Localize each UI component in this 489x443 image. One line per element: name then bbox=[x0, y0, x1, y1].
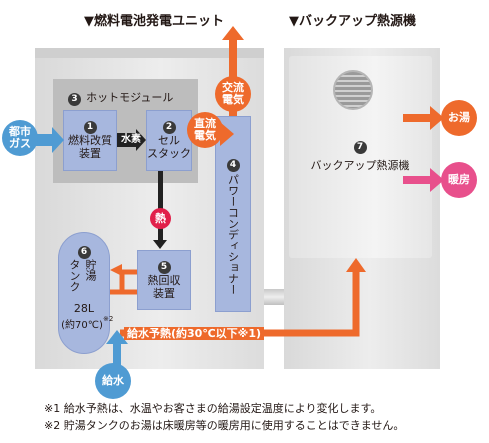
backup-heater-label: バックアップ熱源機 bbox=[310, 159, 410, 172]
reformer-number: 1 bbox=[83, 121, 97, 134]
reformer-label-line2: 装置 bbox=[79, 147, 101, 160]
city-gas-label-line2: ガス bbox=[9, 137, 31, 150]
cell-stack-label-line2: スタック bbox=[147, 147, 191, 160]
storage-tank-note-mark: ※2 bbox=[103, 315, 114, 323]
preheat-pipe bbox=[120, 270, 360, 337]
storage-tank-label-line1: 貯湯 bbox=[84, 259, 97, 281]
water-supply-arrow bbox=[106, 330, 128, 370]
storage-tank-label-line2: タンク bbox=[68, 259, 81, 292]
storage-tank-number: 6 bbox=[77, 246, 91, 259]
heating-label: 暖房 bbox=[448, 173, 470, 186]
preheat-label: 給水予熱(約30℃以下※1) bbox=[124, 327, 265, 340]
city-gas-label-line1: 都市 bbox=[9, 125, 31, 138]
heat-recovery-label-line2: 装置 bbox=[153, 286, 175, 300]
footnote-2: ※2 貯湯タンクのお湯は床暖房等の暖房用に使用することはできません。 bbox=[44, 419, 405, 432]
dc-power-label-line2: 電気 bbox=[194, 129, 216, 142]
heating-badge: 暖房 bbox=[441, 162, 477, 198]
hot-water-badge: お湯 bbox=[441, 100, 477, 136]
footnote-1: ※1 給水予熱は、水温やお客さまの給湯設定温度により変化します。 bbox=[44, 402, 382, 415]
heat-recovery-label-line1: 熱回収 bbox=[147, 273, 181, 287]
dc-power-label-line1: 直流 bbox=[194, 117, 216, 130]
connecting-pipe bbox=[263, 289, 285, 305]
power-conditioner-label: パワーコンディショナー bbox=[226, 174, 240, 295]
hydrogen-arrow bbox=[117, 133, 137, 147]
storage-tank-number-wrap: 6 bbox=[58, 244, 110, 259]
heating-arrow bbox=[403, 168, 444, 192]
hot-module-label: ホットモジュール bbox=[86, 91, 174, 104]
ac-power-label-line1: 交流 bbox=[222, 81, 244, 94]
cell-stack-number: 2 bbox=[162, 121, 176, 134]
fuel-cell-unit-header: ▼燃料電池発電ユニット bbox=[84, 14, 224, 29]
hot-module-title: 3 ホットモジュール bbox=[68, 86, 173, 106]
tank-inflow-head bbox=[110, 264, 122, 276]
backup-unit-header: ▼バックアップ熱源機 bbox=[289, 14, 416, 29]
ac-power-label-line2: 電気 bbox=[222, 93, 244, 106]
city-gas-arrow bbox=[36, 127, 64, 153]
tank-return-pipe bbox=[119, 269, 137, 295]
exhaust-vent-icon bbox=[333, 70, 373, 110]
water-supply-badge: 給水 bbox=[95, 363, 131, 399]
cell-stack-label-line1: セル bbox=[158, 134, 180, 147]
power-conditioner-box: 4 パワーコンディショナー bbox=[215, 116, 251, 312]
backup-heater-component: 7 バックアップ熱源機 bbox=[295, 134, 425, 173]
city-gas-badge: 都市 ガス bbox=[2, 120, 38, 156]
heat-arrow bbox=[158, 171, 163, 241]
reformer-label-line1: 燃料改質 bbox=[68, 134, 112, 147]
fuel-reformer-box: 1 燃料改質 装置 bbox=[63, 110, 117, 171]
ac-power-badge: 交流 電気 bbox=[215, 76, 251, 112]
power-conditioner-number: 4 bbox=[226, 159, 240, 172]
dc-power-badge: 直流 電気 bbox=[187, 112, 223, 148]
backup-heater-number: 7 bbox=[353, 141, 367, 154]
storage-tank-temperature: (約70℃) bbox=[61, 320, 103, 331]
heat-recovery-number: 5 bbox=[157, 260, 171, 274]
hot-module-number: 3 bbox=[68, 93, 81, 106]
ac-power-arrow bbox=[222, 26, 244, 116]
hot-water-arrow bbox=[403, 106, 444, 130]
hydrogen-label: 水素 bbox=[121, 134, 141, 145]
heat-arrow-head bbox=[153, 240, 167, 249]
cell-stack-box: 2 セル スタック bbox=[146, 110, 192, 171]
hot-water-label: お湯 bbox=[448, 111, 470, 124]
heat-recovery-box: 5 熱回収 装置 bbox=[137, 250, 191, 310]
fuel-cell-unit-top-edge bbox=[35, 48, 264, 58]
hydrogen-arrow-head bbox=[136, 129, 146, 151]
storage-tank-capacity: 28L bbox=[73, 302, 95, 315]
heat-badge: 熱 bbox=[150, 208, 171, 229]
water-supply-label: 給水 bbox=[102, 374, 124, 387]
preheat-arrow-head bbox=[346, 258, 366, 272]
